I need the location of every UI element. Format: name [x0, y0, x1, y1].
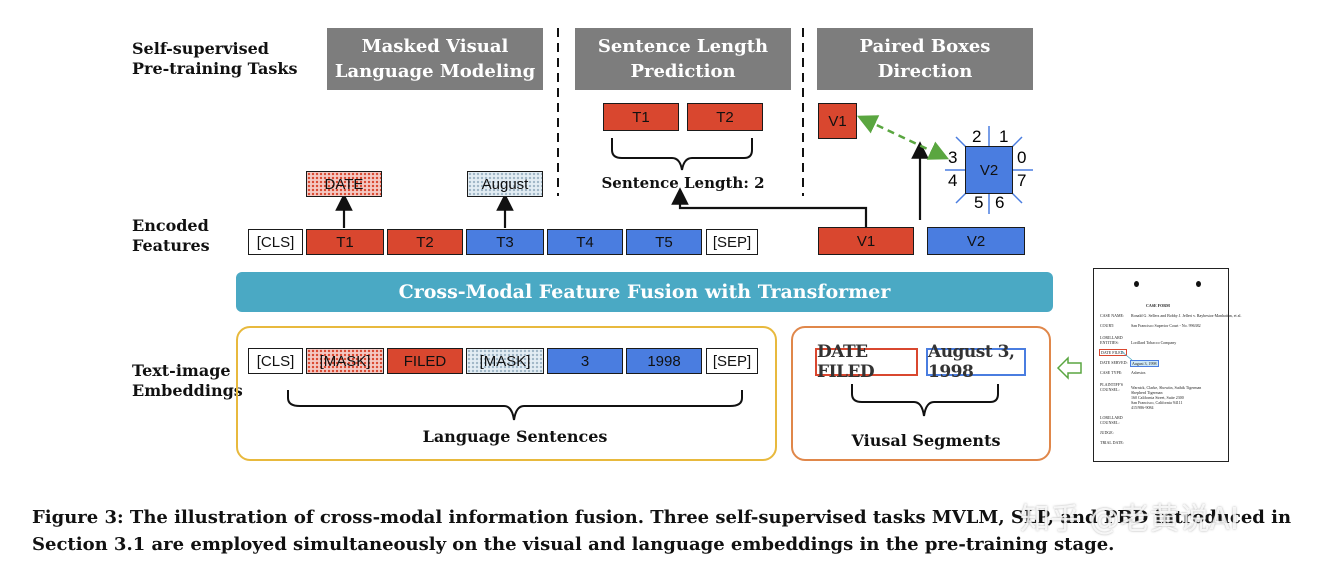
doc-value: Asbestos	[1131, 370, 1146, 375]
direction-label-0: 0	[1017, 148, 1027, 167]
visual-segment-date-filed: DATE FILED	[815, 342, 918, 382]
language-brace	[287, 390, 743, 421]
slp-brace	[611, 138, 753, 171]
figure-caption-line-2: Section 3.1 are employed simultaneously …	[32, 534, 1115, 555]
transformer-fusion-bar: Cross-Modal Feature Fusion with Transfor…	[236, 272, 1053, 312]
hole-left-icon	[1134, 281, 1139, 287]
doc-field: LORILLARD	[1100, 335, 1123, 340]
encoded-token-t4: T4	[547, 229, 623, 255]
encoded-visual-v1: V1	[818, 227, 914, 255]
doc-field: JUDGE:	[1100, 430, 1114, 435]
direction-label-5: 5	[974, 193, 984, 212]
embedding-token-mask-1: [MASK]	[306, 348, 384, 374]
doc-field: TRIAL DATE:	[1100, 440, 1124, 445]
arrow-v1-slp	[671, 187, 868, 228]
doc-field: CASE NAME:	[1100, 313, 1125, 318]
doc-value: San Francisco, California 94111	[1131, 400, 1183, 405]
arrow-v1-v2-direction	[856, 115, 950, 160]
visual-segments-label: Viusal Segments	[851, 431, 1001, 450]
pbd-box-v2: V2	[965, 146, 1013, 194]
encoded-token-t5: T5	[626, 229, 702, 255]
embedding-token-3: 3	[547, 348, 623, 374]
pbd-box-v1: V1	[818, 103, 857, 139]
language-panel	[236, 326, 777, 461]
direction-label-2: 2	[972, 127, 982, 146]
embedding-token-sep: [SEP]	[706, 348, 758, 374]
doc-field: COUNSEL:	[1100, 387, 1120, 392]
mvlm-output-august: August	[467, 171, 543, 197]
visual-segment-date: August 3, 1998	[926, 342, 1026, 382]
doc-value-highlight: August 3, 1998	[1130, 360, 1159, 367]
encoded-token-t2: T2	[387, 229, 463, 255]
direction-label-3: 3	[948, 148, 958, 167]
encoded-visual-v2: V2	[927, 227, 1025, 255]
encoded-token-cls: [CLS]	[248, 229, 303, 255]
encoded-token-sep: [SEP]	[706, 229, 758, 255]
embedding-token-1998: 1998	[626, 348, 702, 374]
doc-field: PLAINTIFF'S	[1100, 382, 1123, 387]
embedding-token-cls: [CLS]	[248, 348, 303, 374]
doc-title: CASE FORM	[1146, 303, 1170, 308]
language-sentences-label: Language Sentences	[422, 427, 608, 446]
doc-field: LORILLARD	[1100, 415, 1123, 420]
doc-field: COURT:	[1100, 323, 1115, 328]
document-thumbnail: CASE FORM CASE NAME: Ronald G. Sellers a…	[1093, 268, 1242, 462]
doc-field-highlight: DATE FILED:	[1099, 349, 1127, 356]
doc-value: Ronald G. Sellers and Bobby J. Jelleri v…	[1131, 313, 1242, 318]
doc-value: 160 California Street, Suite 2300	[1131, 395, 1184, 400]
doc-value: Warnick, Clarke, Showtin, Suthik Tigerma…	[1131, 385, 1202, 390]
visual-panel	[791, 326, 1051, 461]
mvlm-output-date: DATE	[306, 171, 382, 197]
doc-value: San Francisco Superior Court - No. 99638…	[1131, 323, 1201, 328]
direction-label-7: 7	[1017, 171, 1027, 190]
hollow-arrow-icon	[1056, 356, 1082, 380]
visual-brace	[851, 384, 999, 417]
embedding-token-filed: FILED	[387, 348, 463, 374]
doc-value: 415/986-9084	[1131, 405, 1154, 410]
encoded-token-t3: T3	[466, 229, 544, 255]
doc-field: COUNSEL:	[1100, 420, 1120, 425]
watermark: 知乎 @老黄说AI	[1020, 502, 1239, 537]
direction-label-1: 1	[999, 127, 1009, 146]
doc-field: CASE TYPE:	[1100, 370, 1123, 375]
hole-right-icon	[1196, 281, 1201, 287]
encoded-token-t1: T1	[306, 229, 384, 255]
figure-caption-line-1: Figure 3: The illustration of cross-moda…	[32, 507, 1292, 528]
doc-value: Lorillard Tobacco Company	[1131, 340, 1177, 345]
doc-field: DATE SERVED:	[1100, 360, 1128, 365]
slp-token-t1: T1	[603, 103, 679, 131]
direction-label-6: 6	[995, 193, 1005, 212]
slp-length-caption: Sentence Length: 2	[601, 174, 765, 192]
slp-token-t2: T2	[687, 103, 763, 131]
doc-value: Shepherd Tigerman	[1131, 390, 1163, 395]
doc-field: ENTITIES:	[1100, 340, 1119, 345]
embedding-token-mask-2: [MASK]	[466, 348, 544, 374]
direction-label-4: 4	[948, 171, 958, 190]
